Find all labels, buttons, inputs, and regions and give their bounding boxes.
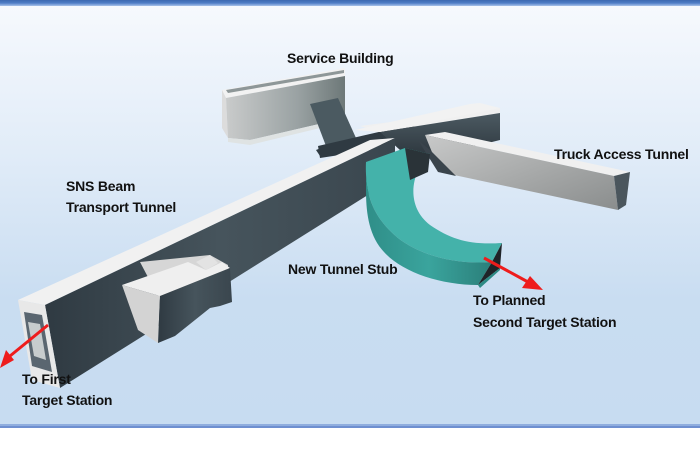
tunnel-annex — [122, 255, 232, 343]
label-service-building: Service Building — [287, 50, 394, 66]
arrow-to-second-target — [483, 256, 543, 290]
bottom-border — [0, 424, 700, 450]
label-truck-access-tunnel: Truck Access Tunnel — [554, 146, 689, 162]
label-beam-tunnel-line2: Transport Tunnel — [66, 199, 177, 215]
label-beam-tunnel-line1: SNS Beam — [66, 178, 136, 194]
label-planned-line2: Second Target Station — [473, 314, 617, 330]
label-new-tunnel-stub: New Tunnel Stub — [288, 261, 398, 277]
new-tunnel-stub — [365, 148, 502, 288]
label-first-target-line1: To First — [22, 371, 71, 387]
top-border — [0, 0, 700, 6]
label-planned-line1: To Planned — [473, 292, 546, 308]
slide-background — [0, 6, 700, 424]
truck-access-tunnel — [418, 132, 630, 210]
label-first-target-line2: Target Station — [22, 392, 113, 408]
arrow-to-first-target — [0, 323, 49, 368]
